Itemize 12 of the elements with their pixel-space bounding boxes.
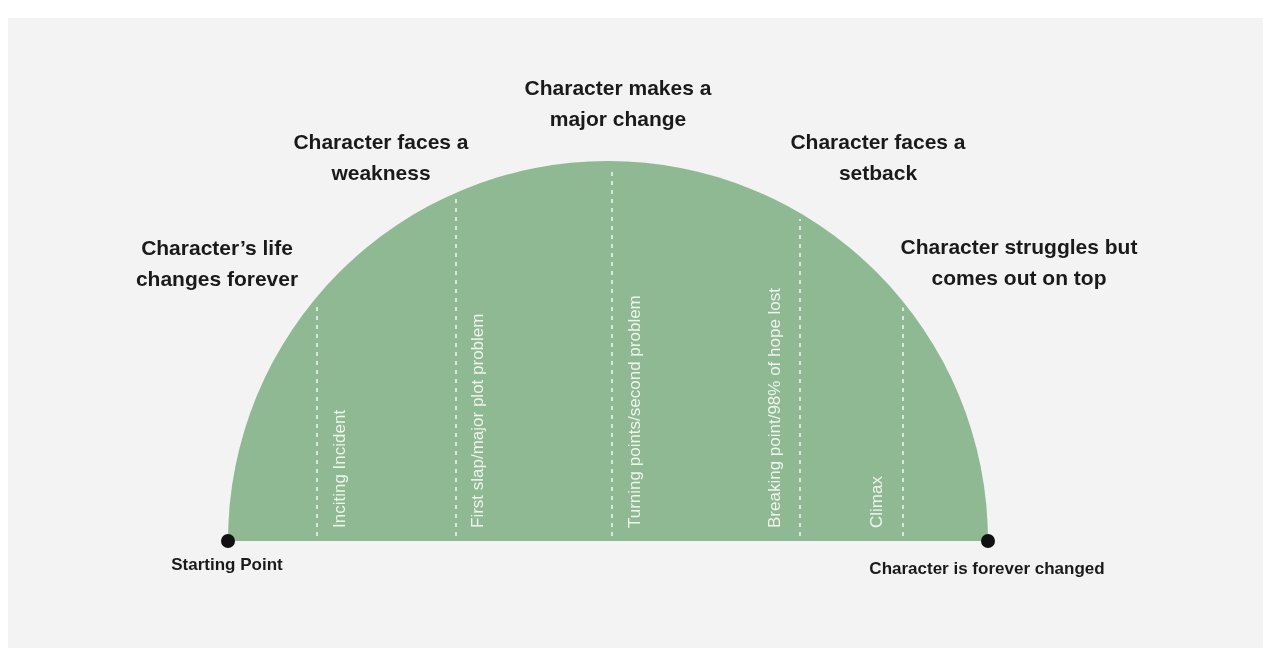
stage-label: Climax bbox=[867, 476, 887, 528]
stage-heading: Character’s life changes forever bbox=[134, 235, 300, 292]
stage-heading: Character faces a setback bbox=[789, 129, 967, 186]
stage-label: First slap/major plot problem bbox=[468, 313, 488, 528]
stage-heading: Character struggles but comes out on top bbox=[899, 234, 1139, 291]
stage-label: Breaking point/98% of hope lost bbox=[765, 287, 785, 528]
stage-label: Inciting Incident bbox=[330, 409, 350, 528]
stage-label: Turning points/second problem bbox=[625, 295, 645, 528]
stage-heading: Character faces a weakness bbox=[292, 129, 470, 186]
endpoint-label: Character is forever changed bbox=[869, 559, 1105, 579]
endpoint-label: Starting Point bbox=[171, 555, 283, 575]
stage-heading: Character makes a major change bbox=[523, 75, 713, 132]
